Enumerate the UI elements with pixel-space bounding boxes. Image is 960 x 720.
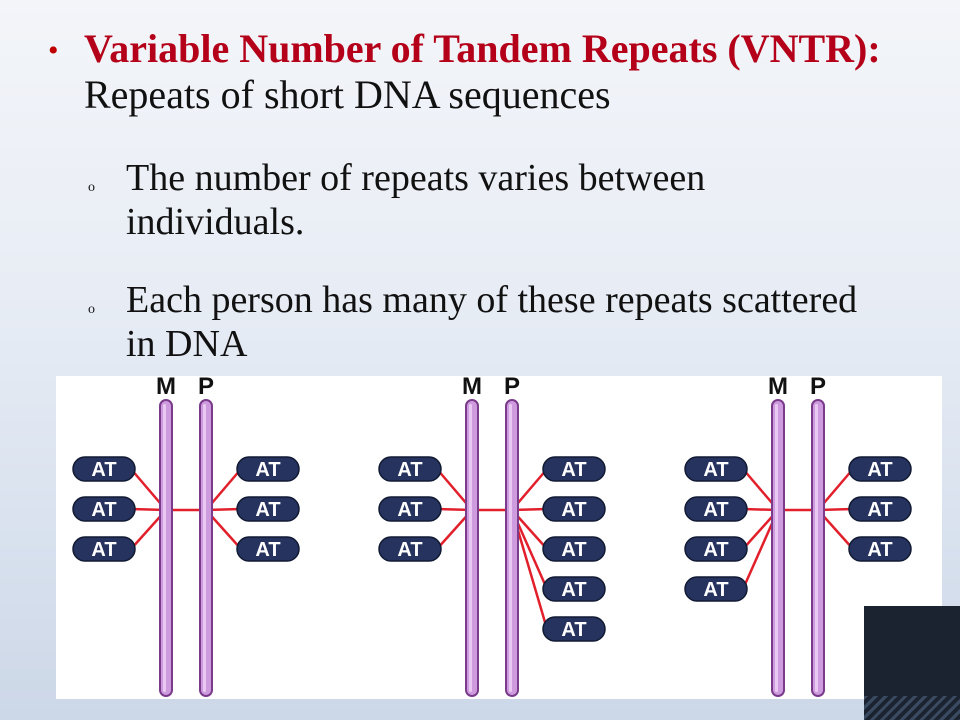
paternal-repeat-label: AT xyxy=(561,619,586,641)
sub-bullet-1-text: The number of repeats varies between ind… xyxy=(126,157,706,243)
vntr-term: Variable Number of Tandem Repeats (VNTR)… xyxy=(84,26,881,71)
maternal-repeat-label: AT xyxy=(91,499,116,521)
paternal-repeat xyxy=(542,616,606,642)
maternal-repeat xyxy=(378,496,442,522)
paternal-repeat-label: AT xyxy=(255,499,280,521)
bullet-dot-icon: • xyxy=(48,34,59,67)
paternal-label: P xyxy=(504,376,520,400)
chromosome-highlight xyxy=(509,404,512,692)
paternal-repeat-label: AT xyxy=(561,579,586,601)
maternal-repeat xyxy=(72,456,136,482)
chromosome-highlight xyxy=(163,404,166,692)
paternal-repeat-label: AT xyxy=(867,539,892,561)
paternal-repeat xyxy=(542,456,606,482)
paternal-repeat xyxy=(236,456,300,482)
maternal-repeat xyxy=(72,536,136,562)
maternal-repeat-label: AT xyxy=(703,579,728,601)
vntr-definition: Repeats of short DNA sequences xyxy=(84,72,611,117)
maternal-repeat xyxy=(72,496,136,522)
paternal-repeat-label: AT xyxy=(561,459,586,481)
paternal-repeat-label: AT xyxy=(561,539,586,561)
chromosome-highlight xyxy=(815,404,818,692)
sub-bullet-2-text: Each person has many of these repeats sc… xyxy=(126,279,858,365)
paternal-repeat-label: AT xyxy=(255,539,280,561)
maternal-repeat-label: AT xyxy=(703,539,728,561)
maternal-label: M xyxy=(462,376,482,400)
paternal-repeat-label: AT xyxy=(255,459,280,481)
paternal-repeat xyxy=(236,496,300,522)
maternal-label: M xyxy=(768,376,788,400)
paternal-repeat xyxy=(848,536,912,562)
paternal-repeat xyxy=(848,456,912,482)
maternal-label: M xyxy=(156,376,176,400)
maternal-repeat-label: AT xyxy=(397,459,422,481)
maternal-repeat xyxy=(378,456,442,482)
maternal-repeat xyxy=(684,456,748,482)
chromosome-highlight xyxy=(775,404,778,692)
circle-bullet-icon: o xyxy=(88,302,95,317)
paternal-repeat-label: AT xyxy=(867,499,892,521)
paternal-repeat xyxy=(542,496,606,522)
paternal-repeat-label: AT xyxy=(561,499,586,521)
maternal-repeat xyxy=(378,536,442,562)
maternal-repeat-label: AT xyxy=(703,499,728,521)
maternal-repeat xyxy=(684,536,748,562)
chromosome-highlight xyxy=(203,404,206,692)
maternal-repeat-label: AT xyxy=(91,459,116,481)
paternal-repeat xyxy=(542,536,606,562)
maternal-repeat-label: AT xyxy=(91,539,116,561)
chromosome-highlight xyxy=(469,404,472,692)
maternal-repeat xyxy=(684,496,748,522)
main-bullet-text: Variable Number of Tandem Repeats (VNTR)… xyxy=(84,26,924,118)
paternal-repeat xyxy=(848,496,912,522)
corner-decoration xyxy=(864,606,960,720)
circle-bullet-icon: o xyxy=(88,180,95,195)
paternal-repeat xyxy=(542,576,606,602)
maternal-repeat xyxy=(684,576,748,602)
maternal-repeat-label: AT xyxy=(397,539,422,561)
paternal-label: P xyxy=(198,376,214,400)
paternal-repeat-label: AT xyxy=(867,459,892,481)
maternal-repeat-label: AT xyxy=(703,459,728,481)
maternal-repeat-label: AT xyxy=(397,499,422,521)
paternal-label: P xyxy=(810,376,826,400)
paternal-repeat xyxy=(236,536,300,562)
